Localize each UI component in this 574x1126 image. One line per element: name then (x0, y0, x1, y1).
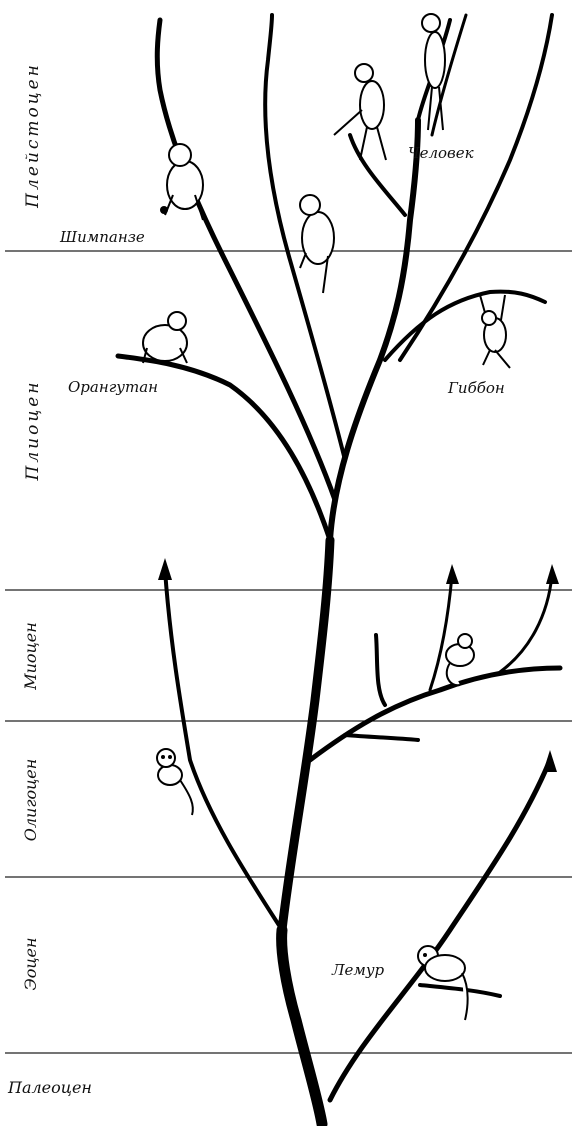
branch-human-left (350, 135, 405, 215)
chimpanzee-figure (160, 144, 203, 220)
branch-human-far (400, 15, 552, 360)
taxon-label-human: Человек (408, 144, 474, 162)
branch-lemur-side (420, 985, 500, 996)
taxon-labels: Шимпанзе Человек Орангутан Гиббон Лемур (59, 144, 505, 979)
epoch-label-oligocene: Олигоцен (21, 759, 40, 842)
taxon-label-gibbon: Гиббон (447, 379, 505, 397)
trunk-lower (282, 540, 330, 930)
gibbon-figure (480, 295, 510, 368)
arrowhead-lemur (543, 750, 557, 772)
branch-tarsier (165, 570, 282, 930)
epoch-labels: Плейстоцен Плиоцен Миоцен Олигоцен Эоцен… (7, 62, 92, 1097)
primate-figures (143, 14, 510, 1020)
branch-miocene-short (345, 735, 418, 740)
branch-miocene-stub (376, 635, 385, 705)
arrowhead-left (158, 558, 172, 580)
human-figure (422, 14, 445, 130)
trunk-base (282, 930, 322, 1124)
taxon-label-orangutan: Орангутан (68, 378, 158, 396)
trunk-upper (330, 120, 418, 540)
epoch-label-eocene: Эоцен (21, 937, 40, 990)
epoch-label-miocene: Миоцен (21, 622, 40, 691)
early-human-figure (334, 64, 386, 160)
arrowhead-miocene-1 (446, 564, 459, 584)
epoch-label-paleocene: Палеоцен (7, 1078, 92, 1097)
lemur-figure (418, 946, 468, 1020)
ape-figure (300, 195, 334, 293)
arrowhead-miocene-2 (546, 564, 559, 584)
branch-lemur (330, 760, 550, 1100)
epoch-label-pliocene: Плиоцен (23, 380, 43, 482)
epoch-boundaries (5, 251, 572, 1053)
epoch-label-pleistocene: Плейстоцен (23, 62, 43, 209)
tarsier-figure (157, 749, 193, 815)
taxon-label-chimpanzee: Шимпанзе (59, 228, 145, 246)
taxon-label-lemur: Лемур (331, 961, 385, 979)
miocene-monkey-figure (446, 634, 474, 685)
branch-miocene (310, 668, 560, 760)
orangutan-figure (143, 312, 187, 363)
